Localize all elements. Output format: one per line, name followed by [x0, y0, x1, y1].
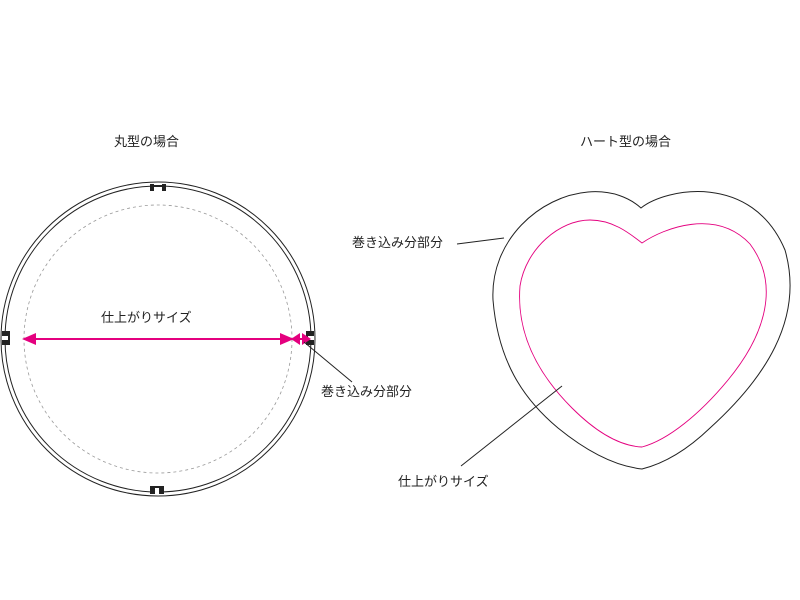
heart-fold-allowance-label: 巻き込み分部分: [352, 236, 444, 251]
heart-outer-outline: [492, 191, 791, 470]
heart-finish-size-label: 仕上がりサイズ: [398, 475, 489, 490]
round-finish-size-arrow: [22, 333, 294, 345]
round-fold-allowance-label: 巻き込み分部分: [321, 385, 413, 400]
round-shape-group: [0, 181, 353, 497]
heart-shape-group: [456, 191, 791, 470]
heart-finish-leader-line: [460, 385, 563, 467]
round-outer-outline: [0, 181, 316, 497]
round-fold-leader-line: [303, 341, 353, 383]
top-registration-mark: [150, 184, 166, 191]
round-shape-title: 丸型の場合: [114, 135, 180, 150]
heart-finish-outline: [519, 219, 767, 448]
right-registration-mark: [306, 331, 314, 345]
heart-shape-title: ハート型の場合: [580, 135, 672, 150]
bottom-registration-mark: [150, 486, 164, 494]
heart-fold-leader-line: [456, 237, 505, 245]
left-registration-mark: [2, 331, 10, 345]
round-finish-size-label: 仕上がりサイズ: [101, 311, 192, 326]
